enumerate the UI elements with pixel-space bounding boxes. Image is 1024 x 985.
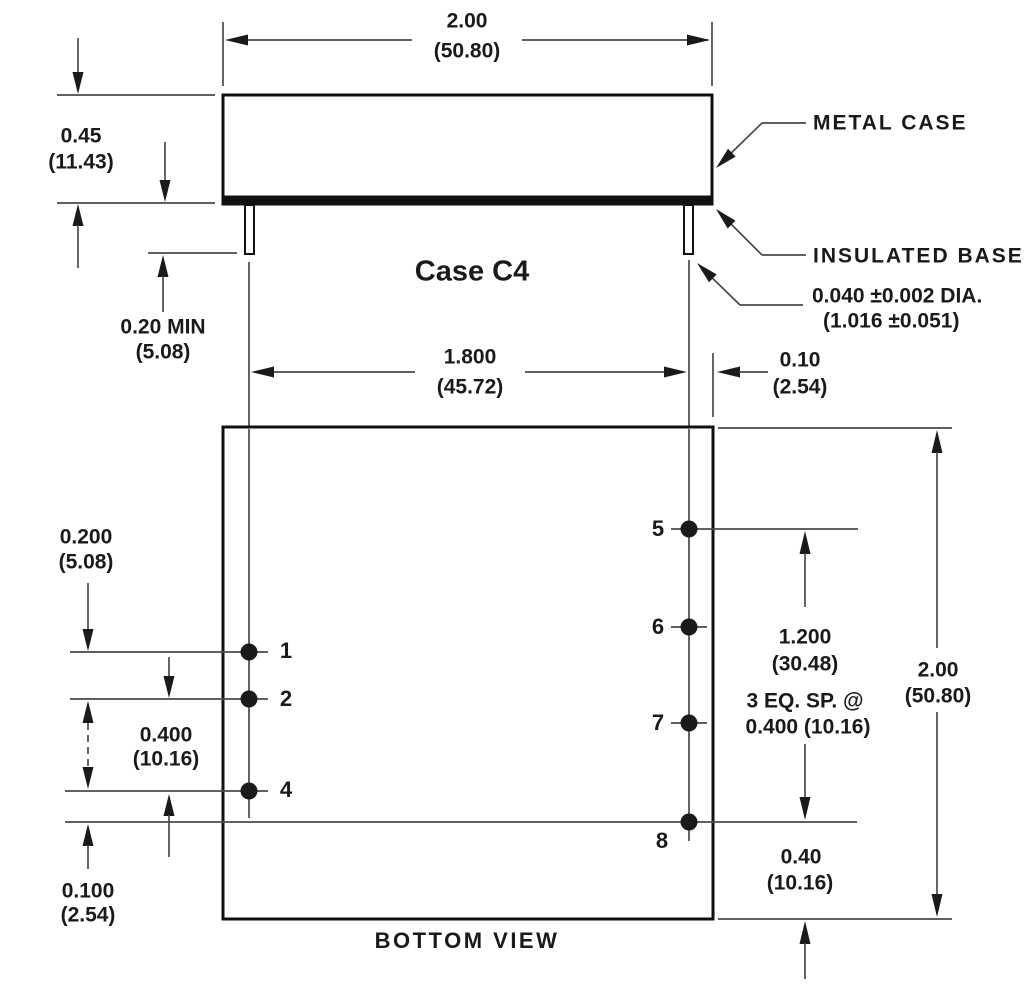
dim-right-span-note2: 0.400 (10.16) xyxy=(745,715,871,739)
dim-pin-span xyxy=(248,260,690,428)
leader-insulated-base xyxy=(716,209,806,256)
callout-insulated-base: INSULATED BASE xyxy=(813,244,1024,268)
pin-4-dot xyxy=(240,782,258,800)
dim-edge-offset-mm: (2.54) xyxy=(772,375,828,399)
dim-case-width-mm: (50.80) xyxy=(433,39,501,63)
bottom-view-label: BOTTOM VIEW xyxy=(374,928,560,953)
dim-edge-offset-in: 0.10 xyxy=(779,348,821,372)
dim-pin-pitch xyxy=(163,657,175,857)
pin-row-lines xyxy=(65,528,858,823)
dim-pin8-offset-mm: (10.16) xyxy=(766,871,834,895)
dim-case-height xyxy=(57,38,215,268)
dim-case-width-in: 2.00 xyxy=(446,9,488,33)
dim-pin4-offset xyxy=(82,723,94,869)
dim-case-height-in: 0.45 xyxy=(60,124,102,148)
dim-pin-pitch-mm: (10.16) xyxy=(132,747,200,771)
dim-pin1-offset-mm: (5.08) xyxy=(58,550,114,574)
bottom-view-outline xyxy=(221,425,715,921)
dim-right-span-note1: 3 EQ. SP. @ xyxy=(746,689,864,713)
leader-pin-diameter xyxy=(697,263,803,306)
callout-pin-dia-mm: (1.016 ±0.051) xyxy=(823,309,960,333)
dim-pin-length xyxy=(148,252,237,312)
dim-pin-span-mm: (45.72) xyxy=(436,375,504,399)
dim-pin8-offset-in: 0.40 xyxy=(780,845,822,869)
pin-2-dot xyxy=(240,690,258,708)
dim-pin8-offset xyxy=(718,918,952,979)
dim-pin-length-mm: (5.08) xyxy=(135,340,191,364)
side-pin-right xyxy=(683,204,694,255)
metal-case-outline xyxy=(221,93,714,199)
dim-pin1-offset-in: 0.200 xyxy=(59,525,113,549)
side-pin-left xyxy=(244,204,255,255)
dim-pin-length-in: 0.20 MIN xyxy=(120,315,206,339)
pin-4-label: 4 xyxy=(279,777,293,802)
pin-8-dot xyxy=(680,813,698,831)
callout-metal-case: METAL CASE xyxy=(813,111,968,135)
dim-pin-span-in: 1.800 xyxy=(443,345,497,369)
pin-2-label: 2 xyxy=(279,686,293,711)
dim-pin-pitch-in: 0.400 xyxy=(139,723,193,747)
dim-right-span-in: 1.200 xyxy=(778,625,832,649)
pin-dots xyxy=(240,520,698,831)
dim-case-depth-mm: (50.80) xyxy=(904,684,972,708)
pin-6-dot xyxy=(680,618,698,636)
pin-1-dot xyxy=(240,643,258,661)
pin-6-label: 6 xyxy=(651,614,665,639)
dim-case-width xyxy=(222,22,713,86)
callout-pin-dia-in: 0.040 ±0.002 DIA. xyxy=(812,284,983,308)
pin-7-label: 7 xyxy=(651,710,665,735)
dim-edge-offset xyxy=(712,353,768,417)
pin-1-label: 1 xyxy=(279,638,293,663)
side-view-case xyxy=(221,93,714,255)
dim-right-span xyxy=(799,531,811,820)
dim-right-span-mm: (30.48) xyxy=(771,652,839,676)
dim-pin1-offset xyxy=(82,583,94,723)
dim-case-depth xyxy=(718,427,952,917)
leader-metal-case xyxy=(716,122,806,168)
dim-pin4-offset-in: 0.100 xyxy=(61,879,115,903)
pin-8-label: 8 xyxy=(655,828,669,853)
dim-case-height-mm: (11.43) xyxy=(48,150,114,174)
dim-pin4-offset-mm: (2.54) xyxy=(60,903,116,927)
dim-case-depth-in: 2.00 xyxy=(917,658,959,682)
pin-5-label: 5 xyxy=(651,516,665,541)
pin-5-dot xyxy=(680,520,698,538)
case-title: Case C4 xyxy=(414,255,530,288)
pin-7-dot xyxy=(680,714,698,732)
insulated-base-bar xyxy=(221,197,714,206)
